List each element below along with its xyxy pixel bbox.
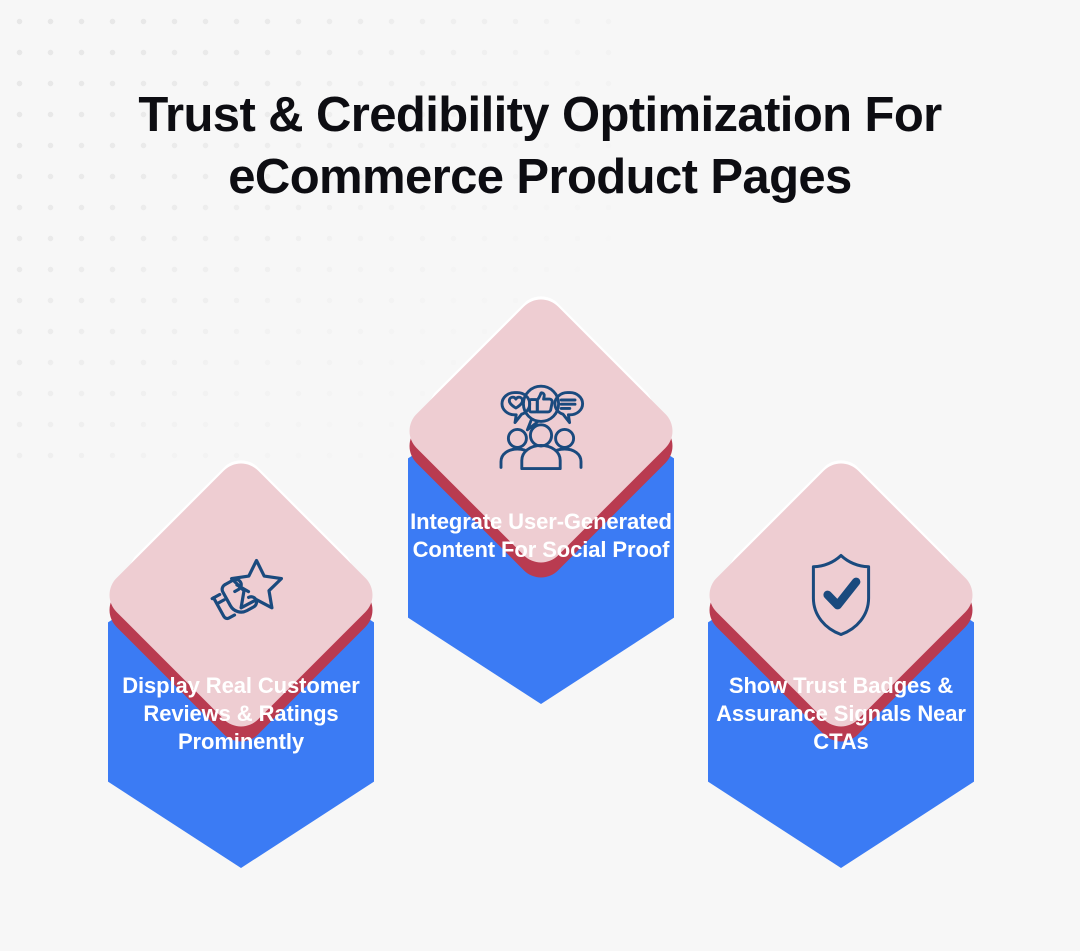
hexagon-card-user-generated-content[interactable]: Integrate User-Generated Content For Soc… (399, 286, 683, 704)
hexagon-card-label: Display Real Customer Reviews & Ratings … (122, 673, 360, 754)
people-with-speech-bubbles-icon (461, 351, 621, 511)
shield-check-icon (761, 515, 921, 675)
hexagon-card-label: Integrate User-Generated Content For Soc… (410, 509, 672, 562)
hexagon-card-trust-badges[interactable]: Show Trust Badges & Assurance Signals Ne… (699, 450, 983, 868)
hexagon-card-label: Show Trust Badges & Assurance Signals Ne… (716, 673, 966, 754)
hand-tapping-star-icon (161, 515, 321, 675)
page-title: Trust & Credibility Optimization For eCo… (138, 88, 942, 204)
hexagon-card-display-reviews[interactable]: Display Real Customer Reviews & Ratings … (99, 450, 383, 868)
